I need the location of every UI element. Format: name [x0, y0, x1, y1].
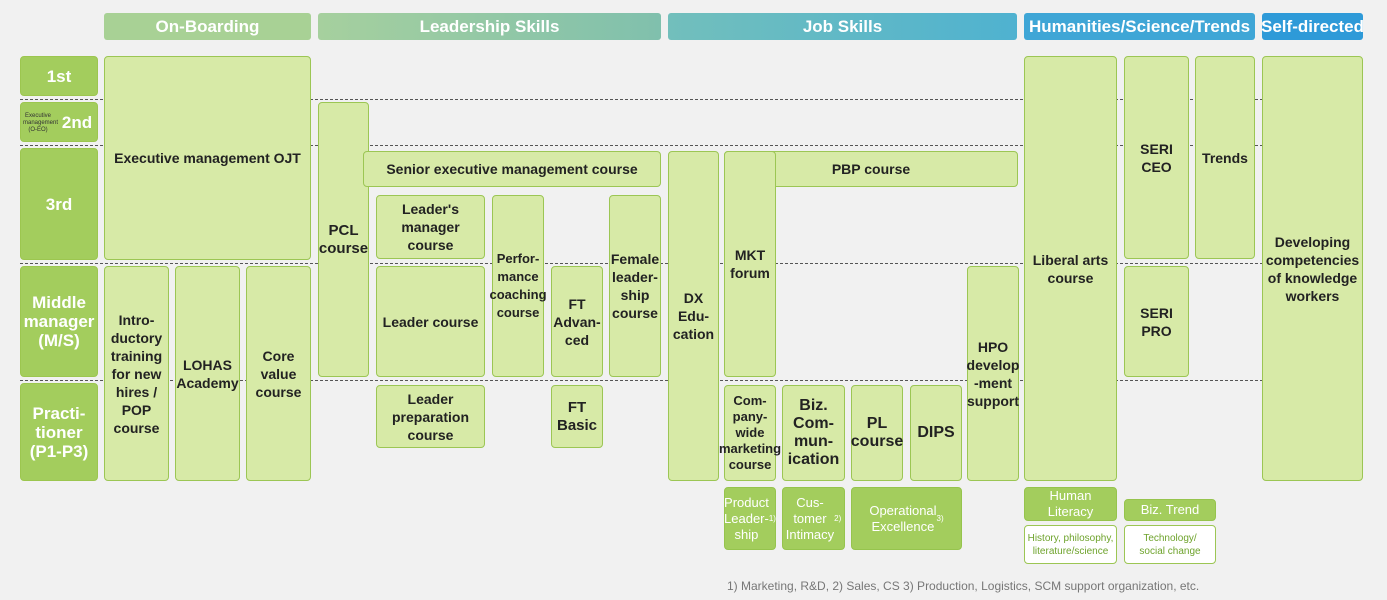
level-1st: 1st: [20, 56, 98, 96]
level-practitioner: Practi- tioner (P1-P3): [20, 383, 98, 481]
course-pl: PL course: [851, 385, 903, 481]
footnote: 1) Marketing, R&D, 2) Sales, CS 3) Produ…: [727, 579, 1200, 593]
tag-human-literacy: Human Literacy: [1024, 487, 1117, 521]
header-humanities: Humanities/Science/Trends: [1024, 13, 1255, 40]
header-self-directed: Self-directed: [1261, 13, 1364, 40]
course-trends: Trends: [1195, 56, 1255, 259]
course-dips: DIPS: [910, 385, 962, 481]
course-leader-preparation: Leader preparation course: [376, 385, 485, 448]
course-introductory-training: Intro- ductory training for new hires / …: [104, 266, 169, 481]
course-leaders-manager: Leader's manager course: [376, 195, 485, 259]
row-divider-2: [20, 145, 1363, 146]
course-hpo-development-support: HPO develop -ment support: [967, 266, 1019, 481]
tag-operational-excellence-label: Operational Excellence: [869, 502, 937, 534]
course-developing-competencies: Developing competencies of knowledge wor…: [1262, 56, 1363, 481]
course-ft-basic: FT Basic: [551, 385, 603, 448]
course-mkt-forum: MKT forum: [724, 151, 776, 377]
header-job-skills: Job Skills: [668, 13, 1017, 40]
row-divider-1: [20, 99, 1363, 100]
header-on-boarding: On-Boarding: [104, 13, 311, 40]
tag-operational-excellence-note: 3): [936, 513, 944, 523]
course-performance-coaching: Perfor- mance coaching course: [489, 195, 547, 377]
course-lohas-academy: LOHAS Academy: [175, 266, 240, 481]
tag-customer-intimacy-note: 2): [834, 513, 842, 523]
course-seri-pro: SERI PRO: [1124, 266, 1189, 377]
tag-biz-trend: Biz. Trend: [1124, 499, 1216, 521]
course-seri-ceo: SERI CEO: [1124, 56, 1189, 259]
header-leadership-skills: Leadership Skills: [318, 13, 661, 40]
level-3rd: 3rd: [20, 148, 98, 260]
level-middle-manager: Middle manager (M/S): [20, 266, 98, 377]
tag-product-leadership-note: 1): [768, 513, 776, 523]
course-senior-executive-management: Senior executive management course: [363, 151, 661, 187]
course-liberal-arts: Liberal arts course: [1024, 56, 1117, 481]
course-leader: Leader course: [376, 266, 485, 377]
level-2nd: Executive management (O-EO) 2nd: [20, 102, 98, 142]
course-pcl: PCL course: [318, 102, 369, 377]
course-company-wide-marketing: Com- pany- wide marketing course: [719, 385, 781, 481]
tag-product-leadership-label: Product Leader- ship: [724, 494, 769, 542]
course-female-leadership: Female leader- ship course: [609, 195, 661, 377]
course-dx-education: DX Edu- cation: [668, 151, 719, 481]
level-2nd-note: Executive management (O-EO): [23, 113, 59, 133]
course-biz-communication: Biz. Com- mun- ication: [782, 385, 845, 481]
course-ft-advanced: FT Advan- ced: [551, 266, 603, 377]
course-executive-management-ojt: Executive management OJT: [104, 56, 311, 260]
tag-history-philosophy: History, philosophy, literature/science: [1024, 525, 1117, 564]
tag-technology-social-change: Technology/ social change: [1124, 525, 1216, 564]
course-core-value: Core value course: [246, 266, 311, 481]
level-2nd-label: 2nd: [61, 112, 93, 132]
tag-customer-intimacy-label: Cus- tomer Intimacy: [785, 494, 835, 542]
